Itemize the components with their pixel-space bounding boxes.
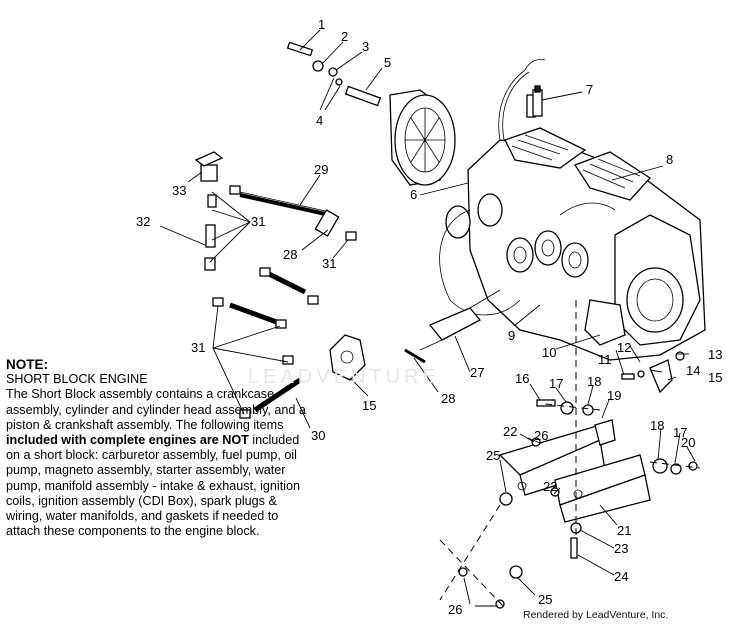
note-bold-1: included with complete engines are [6,433,223,448]
callout-31b: 31 [322,256,336,271]
callout-4: 4 [316,113,323,128]
callout-13: 13 [708,347,722,362]
callout-28b: 28 [283,247,297,262]
callout-15: 15 [708,370,722,385]
callout-9: 9 [508,328,515,343]
pulley-assembly [286,41,456,186]
callout-3: 3 [362,39,369,54]
callout-7: 7 [586,82,593,97]
note-heading: NOTE: [6,357,48,372]
callout-33: 33 [172,183,186,198]
leader-lines [159,29,696,607]
callout-26: 26 [534,428,548,443]
callout-19: 19 [607,388,621,403]
callout-6: 6 [410,187,417,202]
watermark: LEADVENTURE [248,366,440,388]
callout-17: 17 [549,376,563,391]
alignment-lines [439,300,701,609]
callout-18b: 18 [650,418,664,433]
callout-21: 21 [617,523,631,538]
note-body: The Short Block assembly contains a cran… [6,387,306,539]
callout-10: 10 [542,345,556,360]
callout-26b: 26 [448,602,462,617]
callout-5: 5 [384,55,391,70]
note-text-1: The Short Block assembly contains a cran… [6,387,306,432]
callout-17b: 17 [673,425,687,440]
callout-23: 23 [614,541,628,556]
note-text-2: included on a short block: carburetor as… [6,433,301,539]
callout-16: 16 [515,371,529,386]
cdi-box [404,289,501,364]
callout-29: 29 [314,162,328,177]
callout-15b: 15 [362,398,376,413]
callout-numbers: 1 2 3 4 5 6 7 8 9 10 11 12 13 14 15 15 1… [136,17,722,617]
note-bold-2: NOT [222,433,249,448]
callout-18: 18 [587,374,601,389]
mount-hardware [458,351,698,609]
callout-25b: 25 [538,592,552,607]
callout-27: 27 [470,365,484,380]
callout-14: 14 [686,363,700,378]
callout-20: 20 [681,435,695,450]
coolant-tubes [194,151,366,413]
callout-1: 1 [318,17,325,32]
engine-block [439,58,706,361]
callout-11: 11 [598,352,612,367]
callout-12: 12 [617,340,631,355]
engine-mount-plates [498,419,651,523]
callout-22: 22 [503,424,517,439]
callout-31: 31 [251,214,265,229]
callout-22b: 22 [543,479,557,494]
short-block-note: NOTE: SHORT BLOCK ENGINE The Short Block… [6,357,306,539]
callout-30: 30 [311,428,325,443]
callout-2: 2 [341,29,348,44]
callout-31c: 31 [191,340,205,355]
callout-25: 25 [486,448,500,463]
callout-8: 8 [666,152,673,167]
callout-32: 32 [136,214,150,229]
hose-clamps [212,185,357,419]
callout-28: 28 [441,391,455,406]
render-credit: Rendered by LeadVenture, Inc. [523,609,669,621]
note-subheading: SHORT BLOCK ENGINE [6,372,148,387]
spark-plug [532,85,543,117]
callout-24: 24 [614,569,628,584]
